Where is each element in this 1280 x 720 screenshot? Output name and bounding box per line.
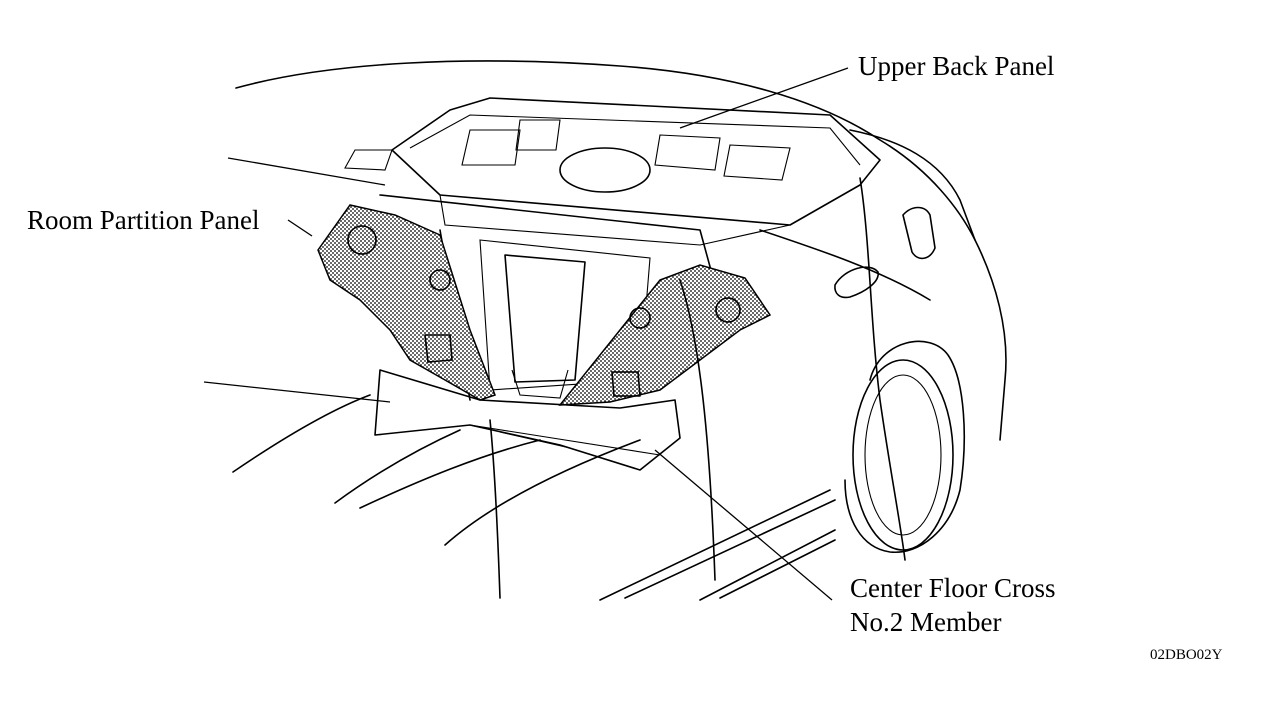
figure-code: 02DBO02Y: [1150, 647, 1223, 663]
leader-room-partition-panel: [287, 219, 313, 237]
roof-outline: [235, 60, 976, 241]
rear-body-outline: [599, 129, 1007, 601]
room-partition-panel-right: [558, 264, 772, 406]
leader-upper-back-panel: [679, 67, 849, 129]
label-center-floor-cross-member: Center Floor Cross No.2 Member: [850, 571, 1056, 639]
label-upper-back-panel: Upper Back Panel: [858, 51, 1055, 81]
label-center-floor-line2: No.2 Member: [850, 607, 1002, 637]
leader-room-partition-top: [227, 157, 386, 186]
label-center-floor-line1: Center Floor Cross: [850, 573, 1056, 603]
leader-room-partition-lower: [203, 381, 391, 403]
leader-center-floor-cross: [654, 449, 833, 601]
upper-back-panel: [344, 97, 881, 246]
floor-lines: [232, 279, 716, 599]
room-partition-panel-left: [317, 204, 496, 401]
label-room-partition-panel: Room Partition Panel: [27, 205, 260, 235]
